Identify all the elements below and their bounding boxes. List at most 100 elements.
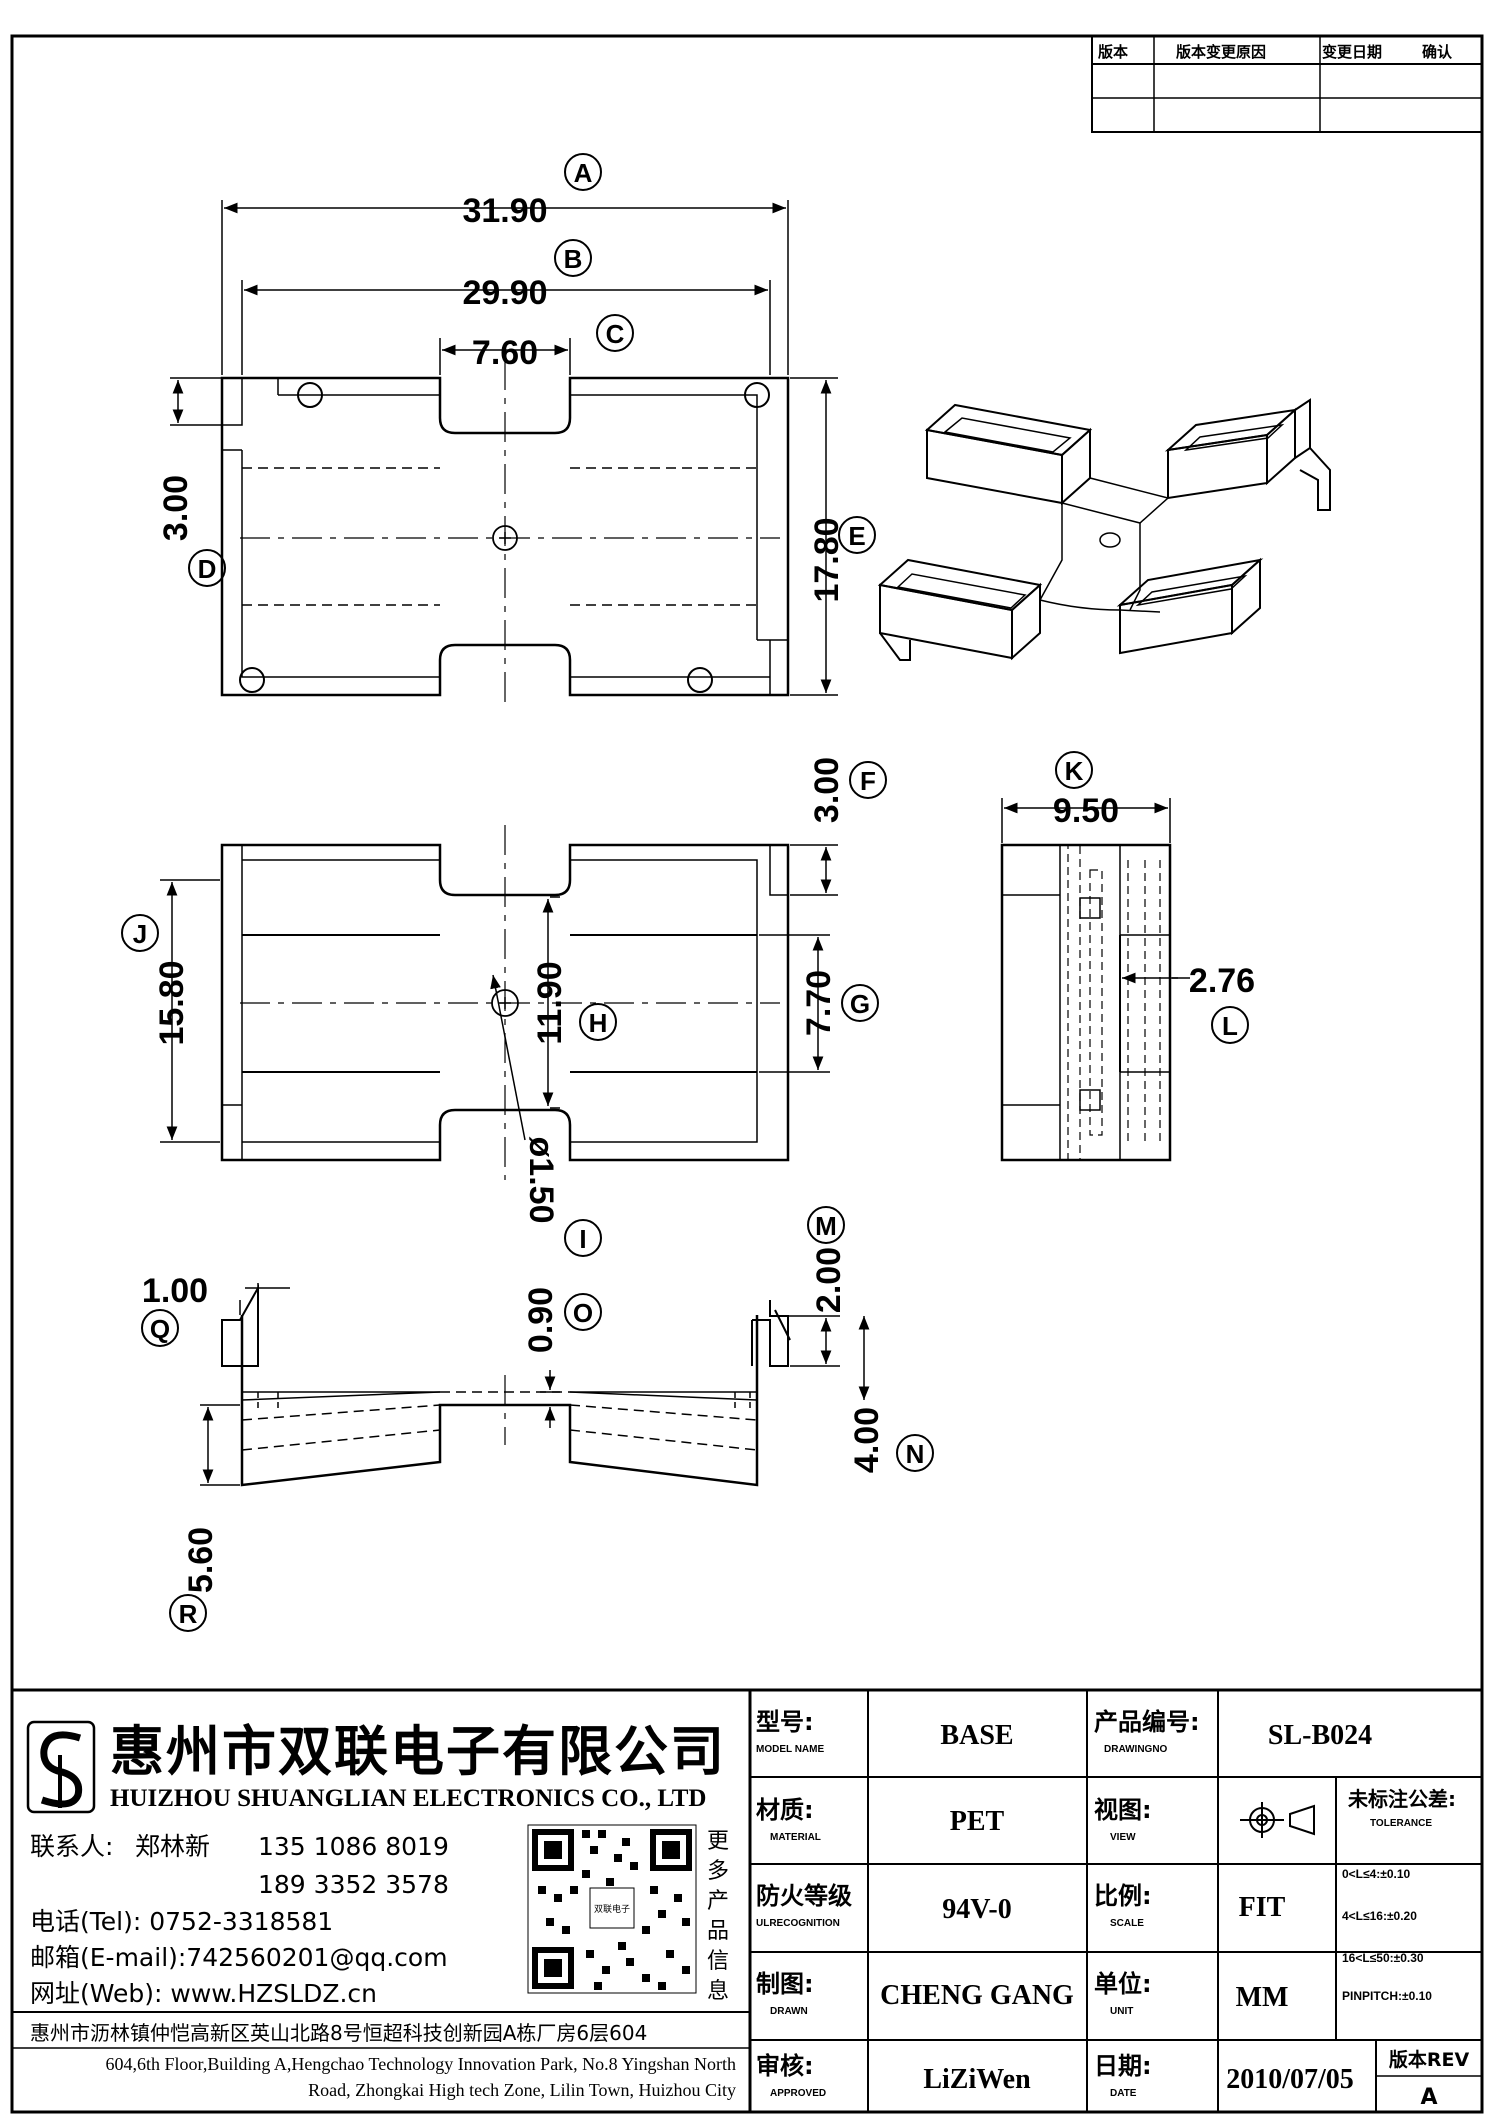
- drawing-no-label: 产品编号:: [1094, 1708, 1200, 1736]
- contact-label: 联系人:: [30, 1832, 113, 1861]
- scale-value: FIT: [1239, 1892, 1286, 1923]
- date-sub: DATE: [1110, 2088, 1137, 2099]
- side-view: [1000, 843, 1172, 1162]
- callout-label-E: E: [848, 521, 865, 551]
- profile-view: [221, 1284, 791, 1487]
- qr-side-char-4: 品: [707, 1919, 729, 1944]
- dim-value-H: 11.90: [531, 961, 569, 1044]
- date-label: 日期:: [1094, 2052, 1152, 2080]
- callout-label-C: C: [606, 319, 625, 349]
- tolerance-sub: TOLERANCE: [1370, 1818, 1432, 1829]
- drawing-no-sub: DRAWINGNO: [1104, 1744, 1168, 1755]
- dim-value-K: 9.50: [1053, 792, 1119, 830]
- tolerance-label: 未标注公差:: [1348, 1787, 1456, 1811]
- callout-R: R: [169, 1594, 207, 1632]
- drawing-no-value: SL-B024: [1268, 1720, 1372, 1751]
- dim-value-L: 2.76: [1189, 962, 1255, 1000]
- callout-label-K: K: [1065, 756, 1084, 786]
- callout-label-D: D: [198, 554, 217, 584]
- qr-code: 双联电子: [527, 1824, 697, 1994]
- drawn-value: CHENG GANG: [880, 1980, 1074, 2011]
- callout-I: I: [564, 1219, 602, 1257]
- callout-M: M: [807, 1206, 845, 1244]
- callout-label-M: M: [815, 1211, 837, 1241]
- qr-side-char-5: 信: [707, 1949, 729, 1974]
- scale-sub: SCALE: [1110, 1918, 1144, 1929]
- callout-label-B: B: [564, 244, 583, 274]
- flame-label: 防火等级: [756, 1882, 852, 1910]
- tolerance-row-3: 16<L≤50:±0.30: [1342, 1951, 1424, 1965]
- dim-value-F: 3.00: [808, 757, 846, 823]
- drawn-sub: DRAWN: [770, 2006, 808, 2017]
- callout-label-H: H: [589, 1008, 608, 1038]
- model-label: 型号:: [756, 1708, 814, 1736]
- material-label: 材质:: [756, 1796, 814, 1824]
- dim-value-G: 7.70: [800, 970, 838, 1036]
- callout-K: K: [1055, 751, 1093, 789]
- isometric-view: [877, 398, 1331, 661]
- dim-value-M: 2.00: [810, 1247, 848, 1313]
- callout-E: E: [838, 516, 876, 554]
- callout-label-F: F: [860, 766, 876, 796]
- callout-label-I: I: [579, 1224, 586, 1254]
- contact-tel: 电话(Tel): 0752-3318581: [30, 1907, 333, 1936]
- callout-G: G: [841, 984, 879, 1022]
- callout-Q: Q: [141, 1309, 179, 1347]
- flame-sub: ULRECOGNITION: [756, 1918, 840, 1929]
- qr-side-char-2: 多: [707, 1859, 729, 1884]
- approved-value: LiZiWen: [923, 2064, 1031, 2095]
- unit-label: 单位:: [1094, 1970, 1152, 1998]
- callout-C: C: [596, 314, 634, 352]
- view-sub: VIEW: [1110, 1832, 1136, 1843]
- contact-phone-1: 135 1086 8019: [258, 1832, 449, 1861]
- profile-view-dimensions: [200, 1283, 870, 1486]
- dim-value-J: 15.80: [153, 960, 191, 1045]
- projection-symbol-icon: [1240, 1802, 1315, 1838]
- qr-side-char-6: 息: [707, 1979, 729, 2004]
- dim-value-R: 5.60: [182, 1527, 220, 1593]
- callout-label-L: L: [1222, 1011, 1238, 1041]
- address-cn: 惠州市沥林镇仲恺高新区英山北路8号恒超科技创新园A栋厂房6层604: [30, 2021, 647, 2045]
- approved-label: 审核:: [756, 2052, 814, 2080]
- qr-side-char-1: 更: [707, 1829, 729, 1854]
- flame-value: 94V-0: [942, 1894, 1011, 1925]
- company-block: 惠州市双联电子有限公司 HUIZHOU SHUANGLIAN ELECTRONI…: [12, 1688, 1482, 2100]
- dim-value-I: ø1.50: [522, 1137, 560, 1224]
- front-view-dimensions: [160, 844, 838, 1143]
- tolerance-row-4: PINPITCH:±0.10: [1342, 1989, 1432, 2003]
- callout-label-N: N: [906, 1439, 925, 1469]
- model-value: BASE: [940, 1720, 1013, 1751]
- model-sub: MODEL NAME: [756, 1744, 824, 1755]
- company-logo: [26, 1720, 96, 1814]
- address-en-line2: Road, Zhongkai High tech Zone, Lilin Tow…: [308, 2080, 736, 2100]
- callout-N: N: [896, 1434, 934, 1472]
- dim-value-O: 0.90: [522, 1287, 560, 1353]
- callout-label-O: O: [573, 1298, 593, 1328]
- revision-header-confirm: 确认: [1422, 43, 1453, 61]
- dim-value-D: 3.00: [157, 475, 195, 541]
- callout-H: H: [579, 1003, 617, 1041]
- contact-web: 网址(Web): www.HZSLDZ.cn: [30, 1979, 377, 2008]
- sheet-border: [10, 34, 1484, 2114]
- dim-value-A: 31.90: [462, 192, 547, 230]
- scale-label: 比例:: [1094, 1882, 1152, 1910]
- title-block: [748, 1690, 1482, 2112]
- contact-email: 邮箱(E-mail):742560201@qq.com: [30, 1943, 448, 1972]
- drawn-label: 制图:: [756, 1970, 814, 1998]
- top-view: [220, 360, 790, 710]
- unit-sub: UNIT: [1110, 2006, 1133, 2017]
- callout-label-R: R: [179, 1599, 198, 1629]
- callout-label-A: A: [574, 158, 593, 188]
- tolerance-row-2: 4<L≤16:±0.20: [1342, 1909, 1417, 1923]
- contact-phone-2: 189 3352 3578: [258, 1870, 449, 1899]
- date-value: 2010/07/05: [1226, 2064, 1354, 2095]
- top-view-dimensions: [170, 200, 838, 696]
- revision-table: 版本 版本变更原因 变更日期 确认: [1091, 35, 1483, 133]
- side-view-dimensions: [1001, 798, 1190, 984]
- qr-side-text: 更 多 产 品 信 息: [707, 1829, 729, 2004]
- revision-header-reason: 版本变更原因: [1176, 43, 1266, 61]
- revision-header-date: 变更日期: [1322, 43, 1382, 61]
- callout-D: D: [188, 549, 226, 587]
- company-name-cn: 惠州市双联电子有限公司: [110, 1719, 726, 1783]
